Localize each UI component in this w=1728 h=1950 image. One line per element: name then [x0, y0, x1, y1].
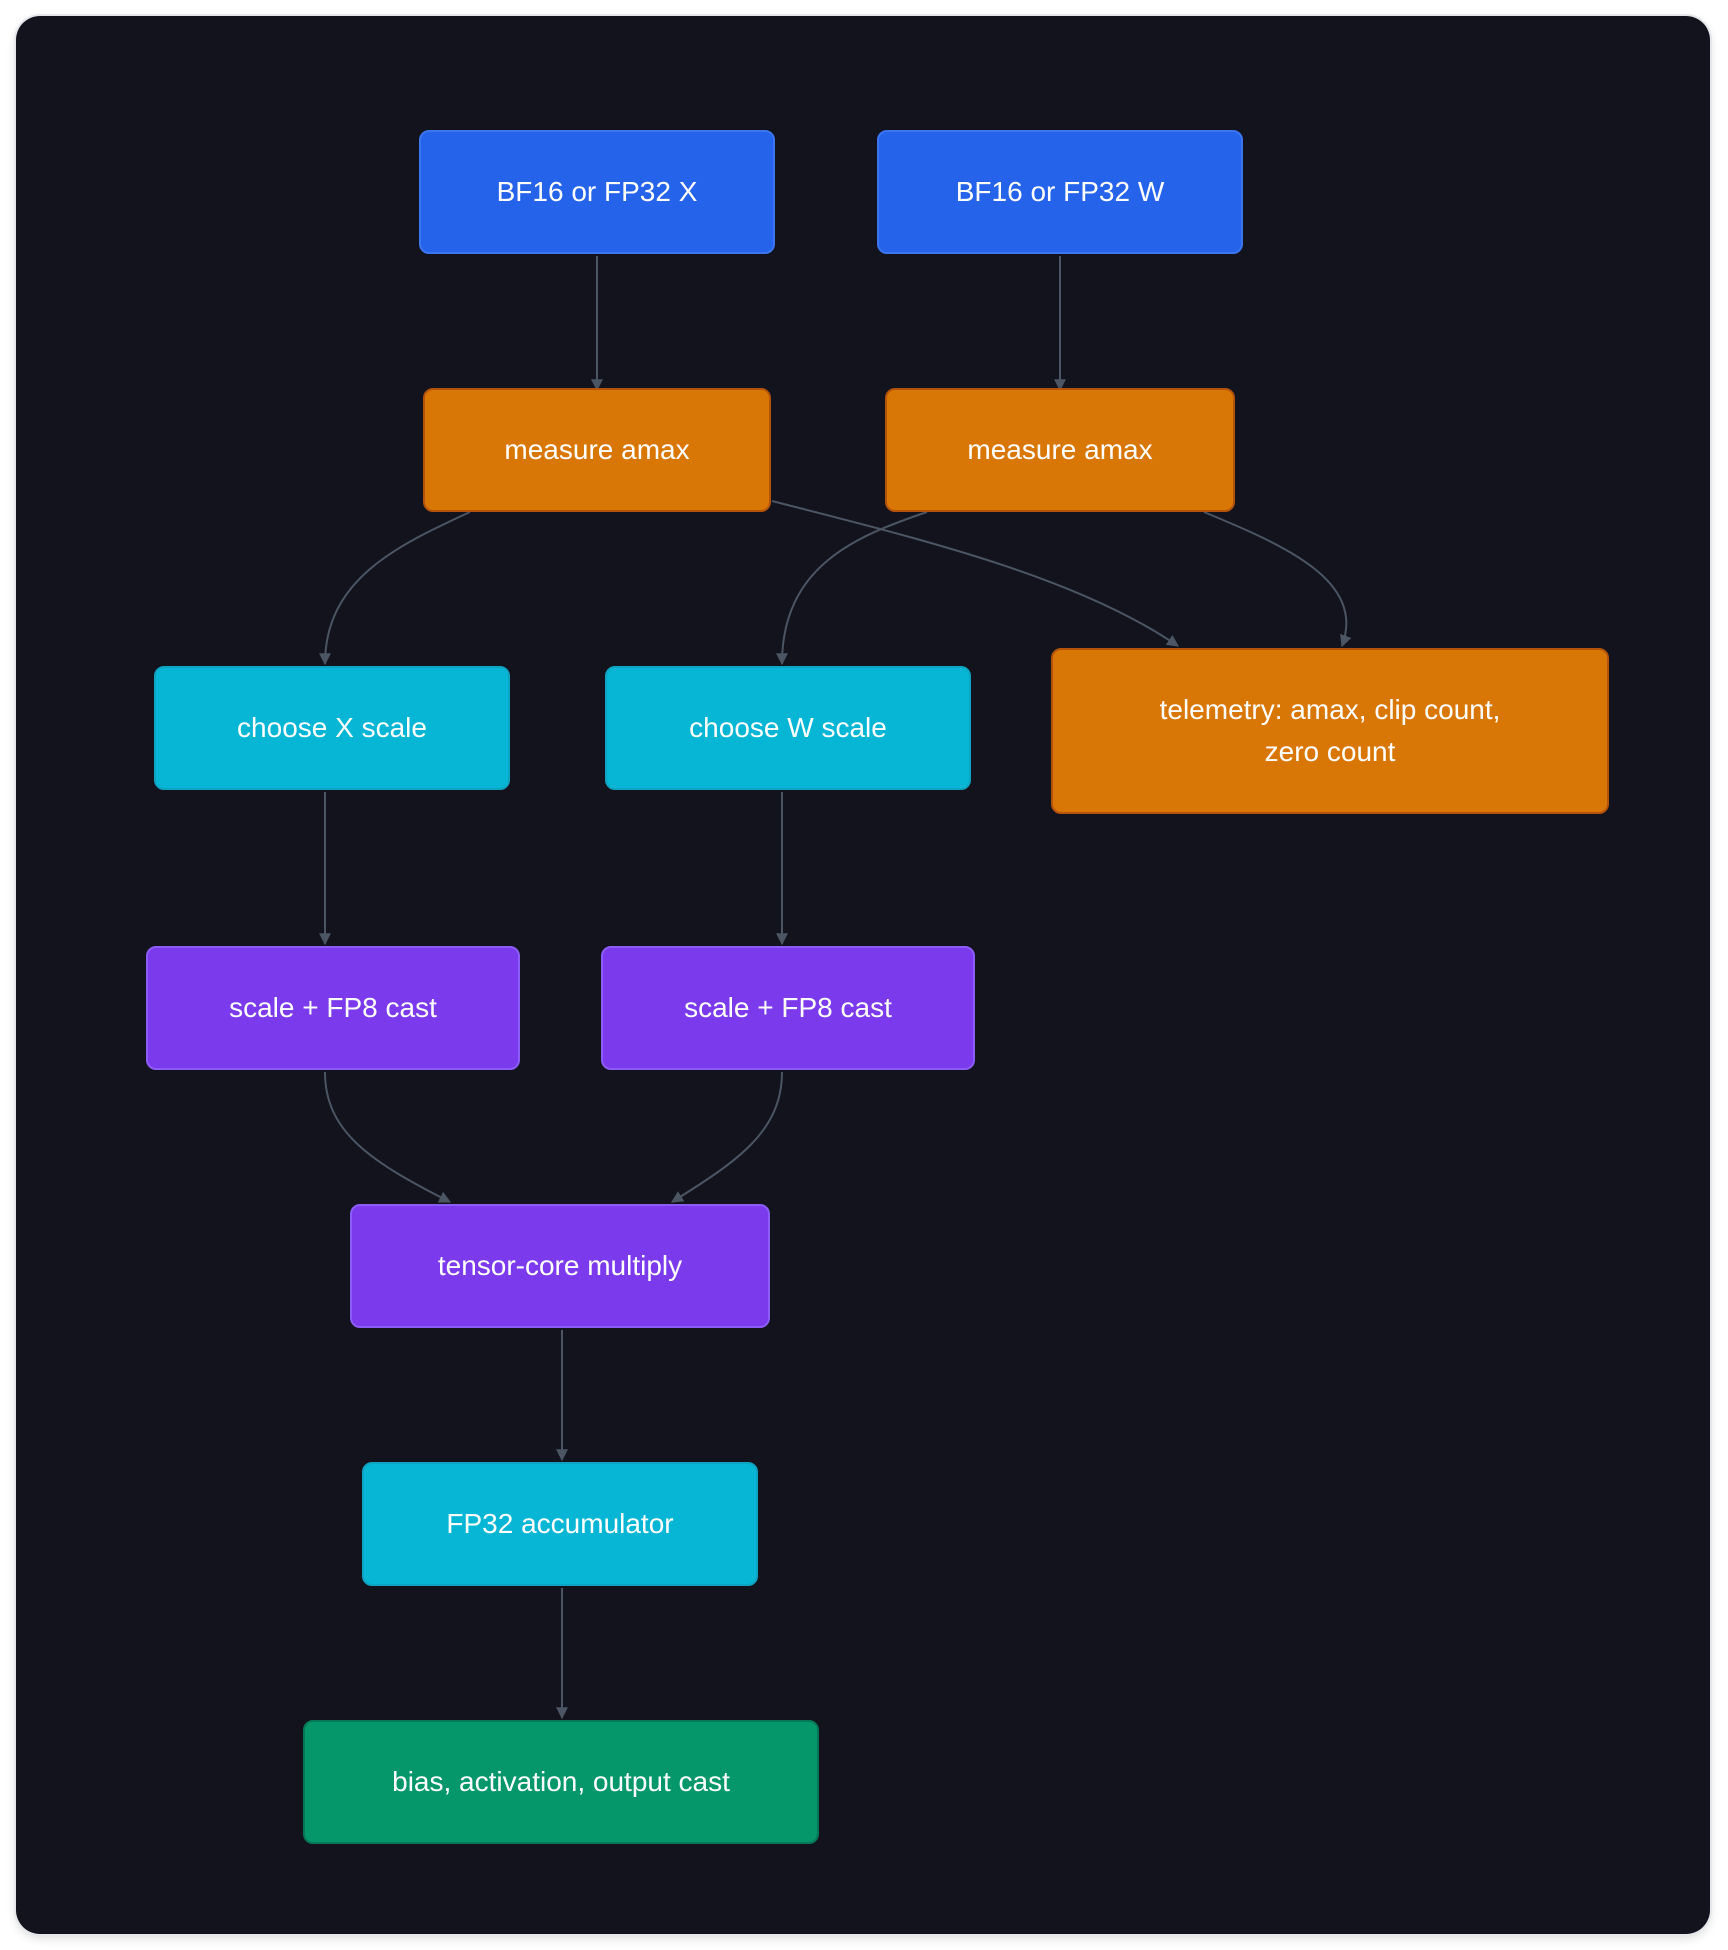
node-telemetry: telemetry: amax, clip count, zero count [1051, 648, 1609, 814]
node-measure-amax-w: measure amax [885, 388, 1235, 512]
edge-amax-x-to-scale-x [319, 511, 471, 666]
node-input-w: BF16 or FP32 W [877, 130, 1243, 254]
edge-cast-x-to-multiply [324, 1071, 452, 1203]
node-measure-amax-x: measure amax [423, 388, 771, 512]
edge-amax-x-to-telemetry [771, 500, 1179, 647]
node-fp8-cast-w: scale + FP8 cast [601, 946, 975, 1070]
node-choose-x-scale: choose X scale [154, 666, 510, 790]
diagram-canvas: BF16 or FP32 X BF16 or FP32 W measure am… [16, 16, 1710, 1934]
node-input-x: BF16 or FP32 X [419, 130, 775, 254]
edge-amax-w-to-telemetry [1203, 511, 1352, 648]
node-fp8-cast-x: scale + FP8 cast [146, 946, 520, 1070]
edges-layer [319, 256, 1352, 1720]
node-tensor-core-multiply: tensor-core multiply [350, 1204, 770, 1328]
edge-amax-w-to-scale-w [776, 511, 928, 666]
node-fp32-accumulator: FP32 accumulator [362, 1462, 758, 1586]
node-choose-w-scale: choose W scale [605, 666, 971, 790]
edge-cast-w-to-multiply [670, 1071, 783, 1203]
node-output-cast: bias, activation, output cast [303, 1720, 819, 1844]
